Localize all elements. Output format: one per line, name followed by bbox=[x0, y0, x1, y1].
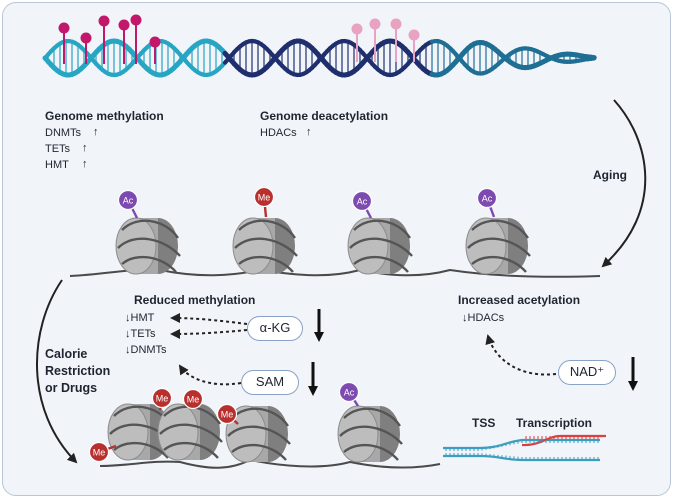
acetyl-label: Ac bbox=[123, 196, 134, 206]
down-dnmts-label: ↓DNMTs bbox=[125, 344, 167, 356]
calorie-restriction-arrow bbox=[35, 279, 78, 464]
methyl-label: Me bbox=[258, 193, 271, 203]
methyl-label: Me bbox=[156, 394, 169, 404]
methyl-pin-dark bbox=[149, 36, 161, 48]
nad-pill: NAD⁺ bbox=[558, 360, 616, 385]
sam-to-methylation-arrow bbox=[178, 364, 242, 386]
methyl-pin-dark bbox=[58, 22, 70, 34]
methyl-mark bbox=[253, 186, 275, 208]
acetyl-label: Ac bbox=[344, 388, 355, 398]
methyl-pin-dark bbox=[118, 19, 130, 31]
genome-methylation-title: Genome methylation bbox=[45, 109, 164, 123]
hmt-label: HMT bbox=[45, 159, 69, 171]
tets-up-arrow: ↑ bbox=[82, 142, 88, 154]
hdacs-label: HDACs bbox=[260, 127, 297, 139]
genome-deacetylation-title: Genome deacetylation bbox=[260, 109, 389, 123]
methyl-mark bbox=[216, 403, 238, 425]
calorie-line-1: Calorie bbox=[45, 347, 88, 361]
alpha-kg-pill: α-KG bbox=[247, 316, 303, 341]
methyl-mark bbox=[182, 388, 204, 410]
nucleosome bbox=[347, 217, 413, 275]
tss-label: TSS bbox=[472, 416, 496, 430]
nucleosome bbox=[337, 405, 403, 463]
aging-label: Aging bbox=[593, 168, 627, 182]
methyl-pin-light bbox=[369, 18, 381, 30]
tets-label: TETs bbox=[45, 143, 71, 155]
acetyl-mark bbox=[117, 189, 139, 211]
methyl-pin-dark bbox=[130, 14, 142, 26]
acetyl-label: Ac bbox=[357, 197, 368, 207]
acetyl-label: Ac bbox=[482, 194, 493, 204]
sam-decrease-arrow-head bbox=[308, 386, 318, 396]
methyl-pin-dark bbox=[80, 32, 92, 44]
pathway-arrows bbox=[35, 99, 647, 464]
nad-to-hdacs-arrow bbox=[485, 334, 557, 376]
methyl-mark bbox=[151, 387, 173, 409]
hdacs-up-arrow: ↑ bbox=[306, 126, 312, 138]
calorie-line-3: or Drugs bbox=[45, 381, 98, 395]
down-tets-label: ↓TETs bbox=[125, 328, 156, 340]
hmt-up-arrow: ↑ bbox=[82, 158, 88, 170]
increased-acetylation-title: Increased acetylation bbox=[458, 293, 581, 307]
down-hmt-label: ↓HMT bbox=[125, 312, 155, 324]
methyl-label: Me bbox=[93, 448, 106, 458]
nad-decrease-arrow-head bbox=[628, 381, 638, 391]
acetyl-mark bbox=[351, 190, 373, 212]
down-hdacs-label: ↓HDACs bbox=[462, 312, 505, 324]
acetyl-mark bbox=[338, 381, 360, 403]
alpha-kg-to-tets-arrow bbox=[170, 328, 248, 339]
dnmts-up-arrow: ↑ bbox=[93, 126, 99, 138]
methyl-label: Me bbox=[221, 410, 234, 420]
alpha-kg-decrease-arrow-head bbox=[314, 332, 324, 342]
alpha-kg-to-hmt-arrow bbox=[170, 313, 248, 325]
calorie-line-2: Restriction bbox=[45, 364, 111, 378]
methyl-pin-light bbox=[390, 18, 402, 30]
dna-helix bbox=[42, 38, 597, 78]
rna-transcript bbox=[521, 434, 606, 447]
nucleosome bbox=[465, 217, 531, 275]
sam-pill: SAM bbox=[241, 370, 299, 395]
methylation-pins bbox=[58, 14, 420, 64]
methyl-label: Me bbox=[187, 395, 200, 405]
nucleosome bbox=[225, 405, 291, 463]
nucleosome bbox=[157, 403, 223, 461]
nucleosome bbox=[232, 217, 298, 275]
dnmts-label: DNMTs bbox=[45, 127, 82, 139]
transcription-label: Transcription bbox=[516, 416, 593, 430]
transcription-bubble bbox=[443, 434, 606, 462]
nucleosome bbox=[115, 217, 181, 275]
methyl-pin-dark bbox=[98, 15, 110, 27]
aging-arrow bbox=[601, 99, 647, 268]
nucleosome bbox=[107, 403, 173, 461]
methyl-mark bbox=[88, 441, 110, 463]
acetyl-mark bbox=[476, 187, 498, 209]
methyl-pin-light bbox=[351, 23, 363, 35]
methyl-pin-light bbox=[408, 29, 420, 41]
reduced-methylation-title: Reduced methylation bbox=[134, 293, 256, 307]
